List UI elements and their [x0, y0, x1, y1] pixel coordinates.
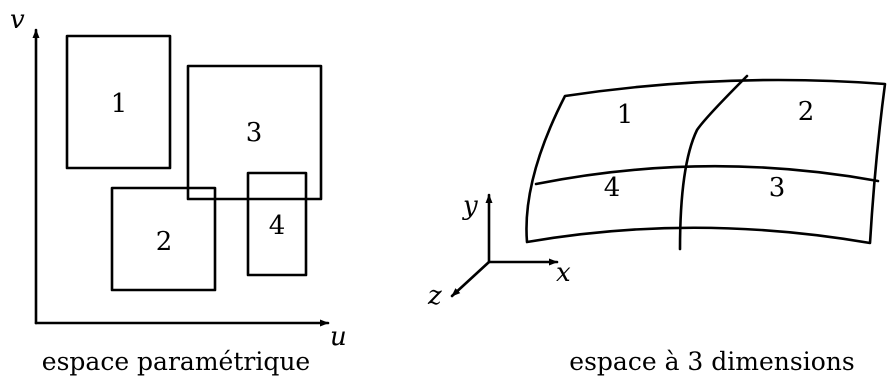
param-patch-3-label: 3 [246, 118, 263, 148]
y-axis-label: y [462, 191, 478, 221]
surface-outline [525, 78, 887, 245]
param-patch-2 [110, 186, 217, 292]
parametric-space: v u 1 2 3 4 espace paramétrique [10, 5, 347, 376]
param-patch-2-label: 2 [156, 227, 173, 257]
param-patch-4 [246, 171, 308, 277]
param-patch-4-label: 4 [269, 211, 286, 241]
space-3d-caption: espace à 3 dimensions [569, 347, 854, 376]
surface-curve-vertical [678, 74, 749, 251]
param-patch-1 [65, 34, 172, 170]
v-axis-label: v [10, 5, 25, 35]
z-axis-label: z [427, 281, 442, 311]
z-axis [450, 260, 491, 298]
u-axis-label: u [330, 322, 347, 352]
parametric-caption: espace paramétrique [42, 347, 310, 376]
surface-patch-3-label: 3 [769, 173, 786, 203]
surface-patch-4-label: 4 [604, 173, 621, 203]
surface-patch-2-label: 2 [798, 97, 815, 127]
param-patch-3 [186, 64, 323, 201]
surface-curve-horizontal [534, 164, 880, 186]
x-axis-label: x [556, 258, 571, 288]
surface-patch-1-label: 1 [617, 100, 634, 130]
space-3d: y x z 1 2 3 4 espace à 3 dimensions [427, 74, 887, 376]
param-patch-1-label: 1 [111, 89, 128, 119]
